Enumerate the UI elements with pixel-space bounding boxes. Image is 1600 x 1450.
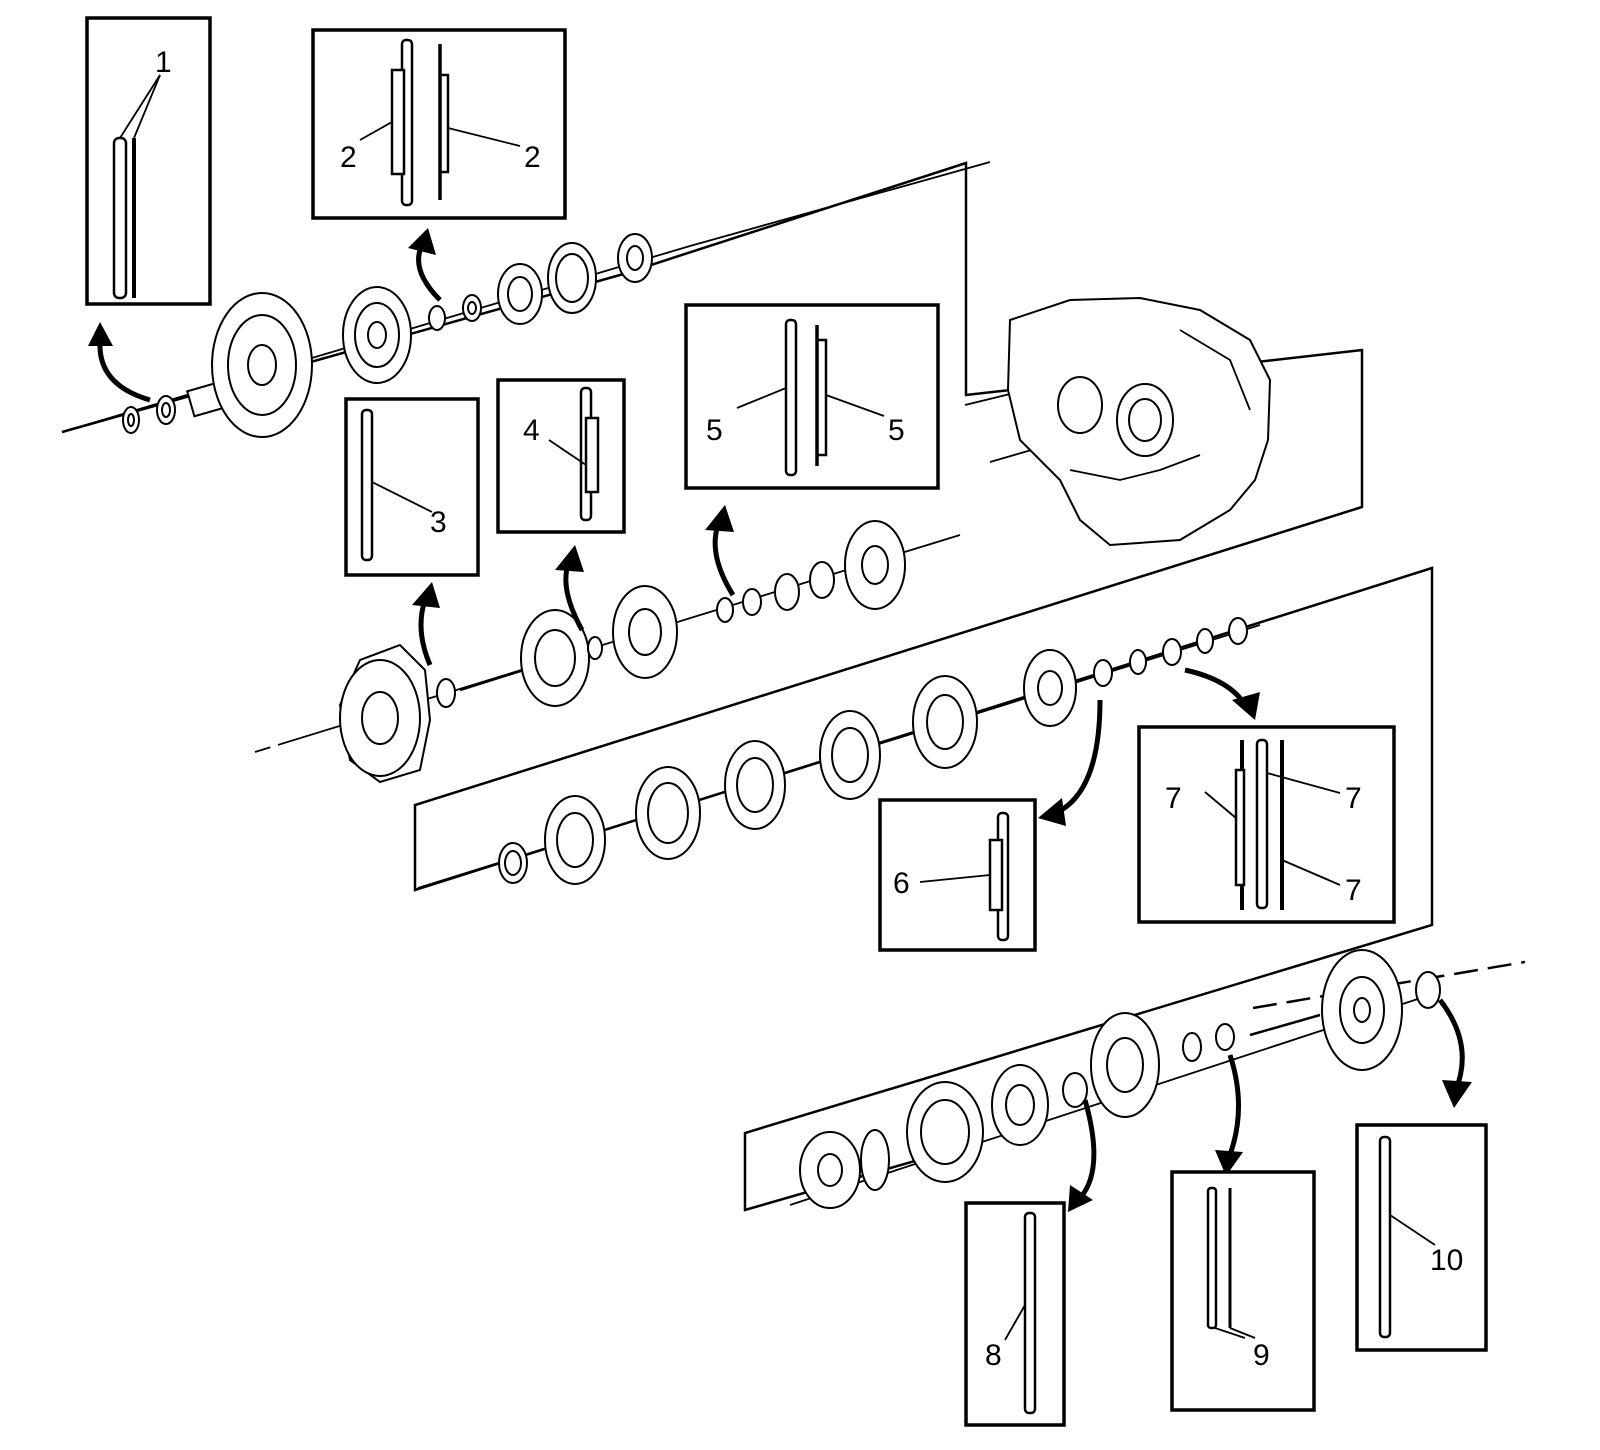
callout-8: 8: [985, 1339, 1002, 1372]
callout-1: 1: [155, 46, 172, 79]
detail-box-10: 10: [1355, 1123, 1488, 1352]
callout-3: 3: [430, 506, 447, 539]
callout-7-left: 7: [1165, 782, 1182, 815]
detail-box-5: 5 5: [684, 303, 940, 490]
detail-box-7: 7 7 7: [1137, 725, 1396, 924]
callout-9: 9: [1253, 1339, 1270, 1372]
detail-box-8: 8: [964, 1201, 1066, 1427]
middle-shaft-parts: [338, 520, 906, 784]
transmission-case: [1006, 296, 1272, 547]
callout-arrows: [88, 228, 1472, 1212]
callout-10: 10: [1430, 1244, 1463, 1277]
lower-shaft-parts: [498, 617, 1248, 885]
callout-5-right: 5: [888, 414, 905, 447]
upper-shaft-parts: [122, 233, 653, 438]
detail-box-2: 2 2: [311, 28, 567, 220]
callout-7-right-top: 7: [1345, 782, 1362, 815]
callout-4: 4: [523, 414, 540, 447]
bottom-shaft-parts: [799, 949, 1441, 1209]
detail-box-1: 1: [85, 16, 212, 306]
callout-2-left: 2: [340, 141, 357, 174]
detail-box-4: 4: [496, 378, 626, 534]
callout-6: 6: [893, 867, 910, 900]
callout-7-right-bottom: 7: [1345, 874, 1362, 907]
detail-box-3: 3: [344, 397, 480, 577]
callout-2-right: 2: [524, 141, 541, 174]
detail-box-6: 6: [878, 798, 1037, 952]
callout-5-left: 5: [706, 414, 723, 447]
detail-box-9: 9: [1170, 1170, 1316, 1412]
